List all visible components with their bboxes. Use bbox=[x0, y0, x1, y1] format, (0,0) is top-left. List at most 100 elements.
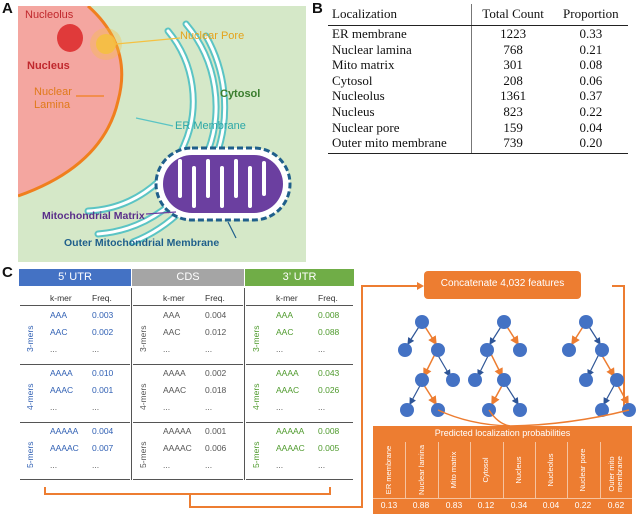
nucleus-label: Nucleus bbox=[27, 60, 70, 72]
freq-column-header: Freq. bbox=[205, 293, 225, 303]
concatenate-label: Concatenate 4,032 features bbox=[440, 278, 565, 289]
prediction-value: 0.12 bbox=[477, 500, 495, 510]
panel-a-letter: A bbox=[2, 0, 13, 17]
kmer-value: AAAC bbox=[50, 385, 74, 395]
block-divider bbox=[20, 364, 130, 365]
localization-table: Localization Total Count Proportion ER m… bbox=[328, 4, 628, 154]
kmer-value: ... bbox=[163, 460, 171, 470]
table-cell: 0.06 bbox=[579, 72, 603, 88]
kmer-value: ... bbox=[163, 344, 171, 354]
freq-value: ... bbox=[205, 344, 213, 354]
kmer-value: AAC bbox=[163, 327, 181, 337]
prediction-value: 0.22 bbox=[574, 500, 592, 510]
table-cell: Nuclear pore bbox=[332, 119, 400, 135]
table-cell: 208 bbox=[471, 72, 554, 89]
decision-tree-ensemble bbox=[398, 315, 636, 427]
kmer-value: AAAAC bbox=[163, 443, 192, 453]
block-divider bbox=[246, 364, 353, 365]
prediction-column-divider bbox=[438, 442, 439, 498]
prediction-column-divider bbox=[470, 442, 471, 498]
kmer-value: AAAA bbox=[276, 368, 299, 378]
freq-value: ... bbox=[92, 344, 100, 354]
tree-1 bbox=[398, 315, 460, 417]
table-cell: 0.21 bbox=[579, 41, 603, 57]
prediction-label: Mito matrix bbox=[449, 451, 458, 489]
table-cell: 1223 bbox=[471, 25, 554, 42]
kmer-value: AAA bbox=[50, 310, 68, 320]
prediction-title: Predicted localization probabilities bbox=[434, 428, 571, 438]
freq-column-header: Freq. bbox=[318, 293, 338, 303]
table-cell: Mito matrix bbox=[332, 57, 395, 73]
freq-value: 0.005 bbox=[318, 443, 340, 453]
kmer-value: AAAC bbox=[163, 385, 187, 395]
kmer-value: AAAAC bbox=[50, 443, 79, 453]
prediction-value: 0.13 bbox=[380, 500, 398, 510]
freq-value: ... bbox=[318, 344, 326, 354]
table-cell: 0.22 bbox=[579, 103, 603, 119]
header-total-count: Total Count bbox=[471, 4, 554, 26]
nucleus-shape bbox=[18, 6, 122, 196]
block-divider bbox=[246, 479, 353, 480]
prediction-label: Nucleolus bbox=[546, 453, 555, 487]
freq-value: ... bbox=[205, 460, 213, 470]
prediction-value: 0.88 bbox=[412, 500, 430, 510]
kmer-value: AAAAA bbox=[50, 426, 79, 436]
nucleolus-label: Nucleolus bbox=[25, 9, 74, 21]
prediction-value: 0.34 bbox=[510, 500, 528, 510]
freq-value: 0.088 bbox=[318, 327, 340, 337]
table-cell: 0.20 bbox=[553, 135, 628, 154]
block-divider bbox=[20, 422, 130, 423]
region-header-3utr: 3’ UTR bbox=[245, 269, 354, 286]
prediction-column-divider bbox=[600, 442, 601, 498]
prediction-column-divider bbox=[405, 442, 406, 498]
table-divider bbox=[20, 305, 130, 306]
table-cell: ER membrane bbox=[332, 26, 407, 41]
freq-value: ... bbox=[318, 402, 326, 412]
nuclear-lamina-label-2: Lamina bbox=[34, 99, 71, 111]
freq-value: 0.008 bbox=[318, 310, 340, 320]
table-divider bbox=[133, 305, 243, 306]
kmer-value: ... bbox=[276, 344, 284, 354]
concatenate-box bbox=[424, 271, 581, 299]
panel-c-letter: C bbox=[2, 264, 13, 281]
freq-value: 0.007 bbox=[92, 443, 114, 453]
cell-diagram bbox=[18, 6, 306, 262]
tree-2 bbox=[468, 315, 527, 417]
freq-value: 0.002 bbox=[92, 327, 114, 337]
kmer-value: ... bbox=[276, 460, 284, 470]
prediction-column-divider bbox=[503, 442, 504, 498]
kmer-value: ... bbox=[276, 402, 284, 412]
prediction-column-divider bbox=[567, 442, 568, 498]
freq-value: 0.001 bbox=[205, 426, 227, 436]
prediction-label: Nuclear pore bbox=[578, 448, 587, 492]
freq-value: 0.012 bbox=[205, 327, 227, 337]
block-divider bbox=[246, 422, 353, 423]
kmer-value: AAC bbox=[50, 327, 68, 337]
table-cell: 0.37 bbox=[579, 88, 603, 104]
kmer-value: AAAA bbox=[163, 368, 186, 378]
header-proportion: Proportion bbox=[553, 4, 628, 26]
kmer-value: AAA bbox=[276, 310, 294, 320]
prediction-label: Nuclear lamina bbox=[417, 444, 426, 496]
freq-value: 0.008 bbox=[318, 426, 340, 436]
kmer-column-header: k-mer bbox=[163, 293, 185, 303]
kmer-value: ... bbox=[50, 402, 58, 412]
mito-cristae bbox=[178, 159, 266, 208]
kmer-value: AAAAA bbox=[163, 426, 192, 436]
table-divider bbox=[246, 305, 353, 306]
block-divider bbox=[133, 364, 243, 365]
region-header-5utr: 5’ UTR bbox=[19, 269, 131, 286]
freq-value: 0.006 bbox=[205, 443, 227, 453]
freq-value: 0.026 bbox=[318, 385, 340, 395]
block-divider bbox=[133, 479, 243, 480]
nuclear-pore-label: Nuclear Pore bbox=[180, 30, 245, 42]
prediction-value: 0.83 bbox=[445, 500, 463, 510]
table-cell: 0.04 bbox=[579, 119, 603, 135]
